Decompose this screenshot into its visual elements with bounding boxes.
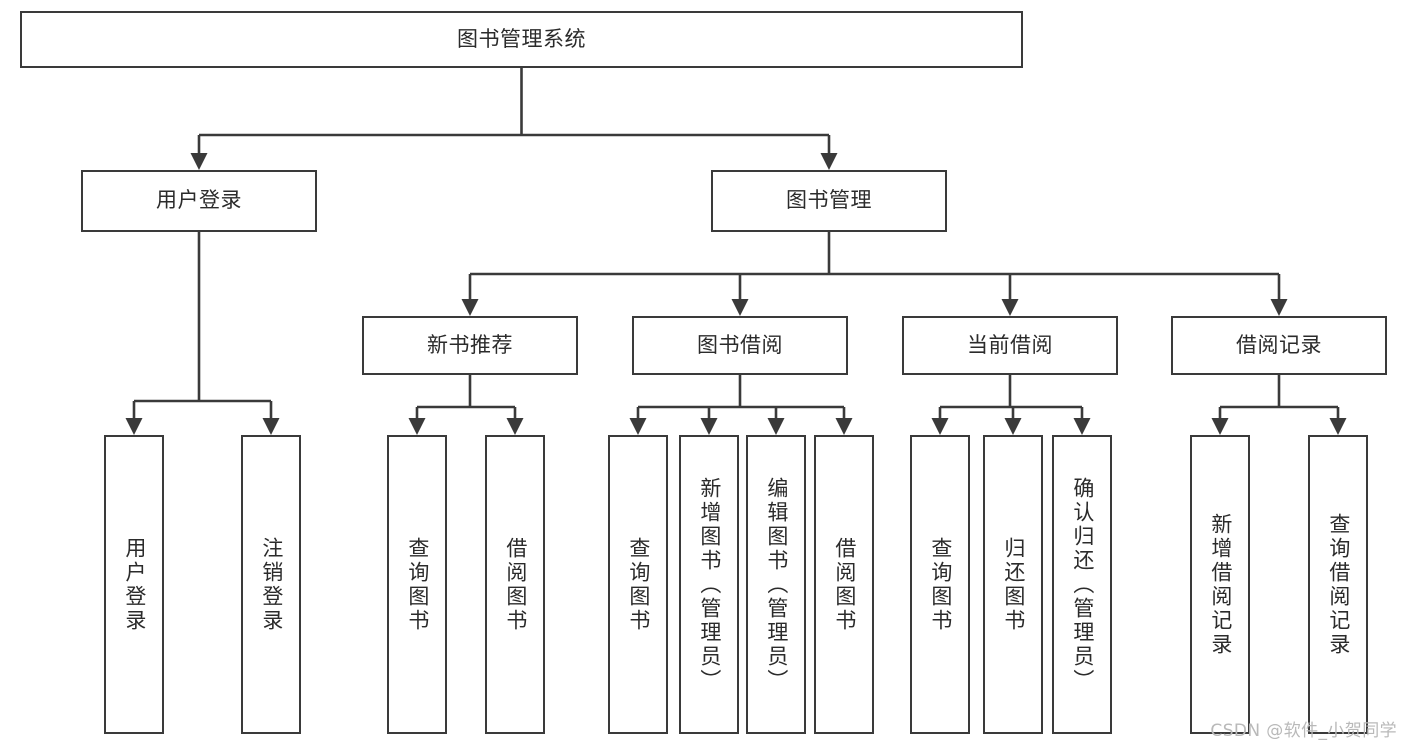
node-l-edit: 编辑图书（管理员）	[746, 435, 806, 734]
node-label: 用户登录	[156, 188, 242, 213]
arrowhead-bookmgmt	[820, 153, 838, 170]
node-label: 借阅图书	[832, 536, 857, 633]
arrowhead-l-logout	[262, 418, 280, 435]
arrowhead-l-ret	[1004, 418, 1022, 435]
arrowhead-l-q2	[629, 418, 647, 435]
arrowhead-l-conf	[1073, 418, 1091, 435]
node-l-q2: 查询图书	[608, 435, 668, 734]
node-l-addrec: 新增借阅记录	[1190, 435, 1250, 734]
node-l-q1: 查询图书	[387, 435, 447, 734]
node-label: 编辑图书（管理员）	[764, 476, 789, 693]
node-label: 新书推荐	[427, 332, 513, 357]
node-label: 确认归还（管理员）	[1070, 476, 1095, 693]
arrowhead-l-q3	[931, 418, 949, 435]
node-newbook: 新书推荐	[362, 316, 578, 375]
node-label: 借阅图书	[503, 536, 528, 633]
node-current: 当前借阅	[902, 316, 1118, 375]
node-l-ret: 归还图书	[983, 435, 1043, 734]
node-label: 用户登录	[122, 536, 147, 633]
node-label: 查询图书	[928, 536, 953, 633]
node-label: 新增借阅记录	[1208, 512, 1233, 657]
arrowhead-login	[190, 153, 208, 170]
node-label: 图书借阅	[697, 332, 783, 357]
node-label: 新增图书（管理员）	[697, 476, 722, 693]
arrowhead-l-login	[125, 418, 143, 435]
arrowhead-borrow	[731, 299, 749, 316]
node-label: 图书管理	[786, 188, 872, 213]
node-label: 归还图书	[1001, 536, 1026, 633]
arrowhead-l-add	[700, 418, 718, 435]
node-l-logout: 注销登录	[241, 435, 301, 734]
node-label: 当前借阅	[967, 332, 1053, 357]
node-root: 图书管理系统	[20, 11, 1023, 68]
node-label: 查询图书	[626, 536, 651, 633]
node-l-add: 新增图书（管理员）	[679, 435, 739, 734]
node-l-qrec: 查询借阅记录	[1308, 435, 1368, 734]
node-label: 查询图书	[405, 536, 430, 633]
node-label: 借阅记录	[1236, 332, 1322, 357]
arrowhead-l-edit	[767, 418, 785, 435]
node-label: 图书管理系统	[457, 26, 586, 51]
node-l-login: 用户登录	[104, 435, 164, 734]
arrowhead-l-q1	[408, 418, 426, 435]
arrowhead-record	[1270, 299, 1288, 316]
node-label: 查询借阅记录	[1326, 512, 1351, 657]
node-login: 用户登录	[81, 170, 317, 232]
node-l-conf: 确认归还（管理员）	[1052, 435, 1112, 734]
node-borrow: 图书借阅	[632, 316, 848, 375]
arrowhead-newbook	[461, 299, 479, 316]
node-l-b1: 借阅图书	[485, 435, 545, 734]
node-l-q3: 查询图书	[910, 435, 970, 734]
node-l-b2: 借阅图书	[814, 435, 874, 734]
arrowhead-l-qrec	[1329, 418, 1347, 435]
node-record: 借阅记录	[1171, 316, 1387, 375]
node-bookmgmt: 图书管理	[711, 170, 947, 232]
arrowhead-current	[1001, 299, 1019, 316]
arrowhead-l-addrec	[1211, 418, 1229, 435]
node-label: 注销登录	[259, 536, 284, 633]
arrowhead-l-b1	[506, 418, 524, 435]
arrowhead-l-b2	[835, 418, 853, 435]
